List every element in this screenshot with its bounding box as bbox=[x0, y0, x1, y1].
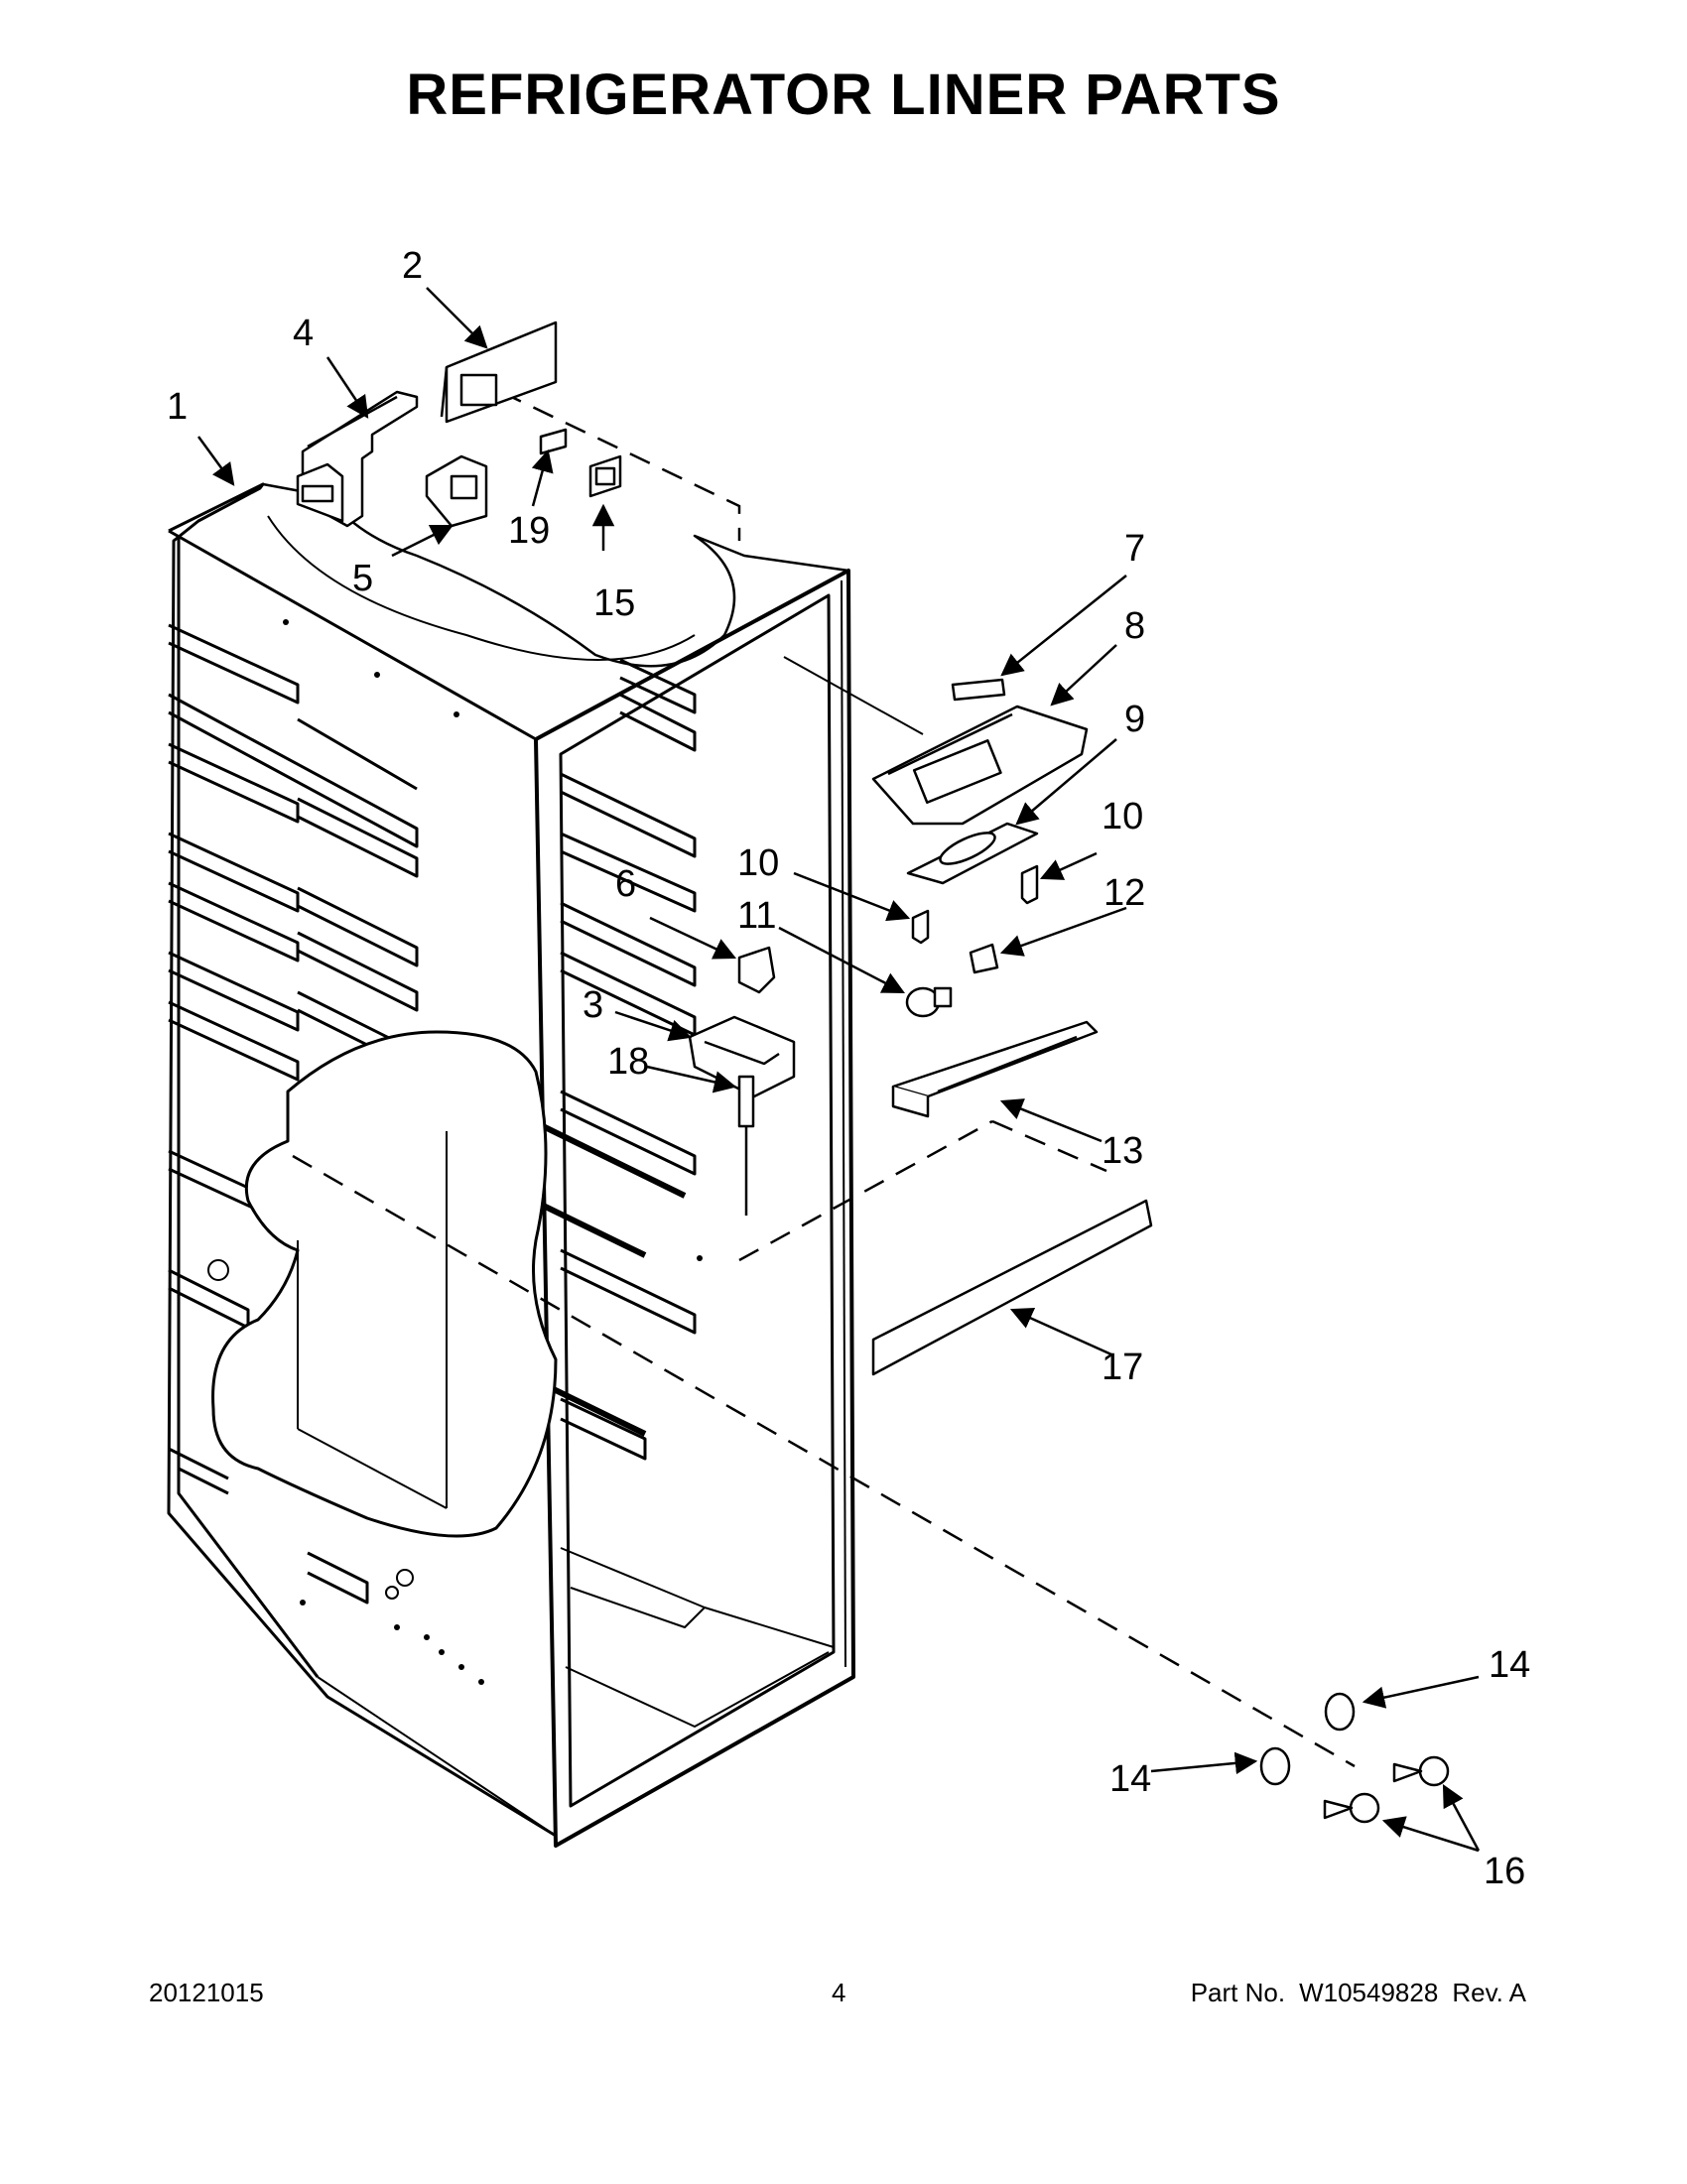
callout-16: 16 bbox=[1484, 1851, 1525, 1892]
part-bracket bbox=[425, 454, 488, 528]
callout-18: 18 bbox=[607, 1041, 649, 1083]
callout-14-top: 14 bbox=[1489, 1644, 1530, 1686]
callout-5: 5 bbox=[352, 558, 373, 599]
callout-19: 19 bbox=[508, 510, 550, 552]
part-light-cover bbox=[891, 1020, 1099, 1118]
part-light-housing bbox=[871, 705, 1089, 826]
callout-11: 11 bbox=[737, 895, 776, 937]
part-light-shield bbox=[906, 822, 1039, 885]
part-damper-cover bbox=[440, 321, 558, 424]
callout-12: 12 bbox=[1103, 872, 1145, 914]
callout-1: 1 bbox=[167, 386, 188, 428]
part-light-bulb bbox=[905, 986, 953, 1018]
leader-arrows bbox=[196, 287, 1481, 1853]
callout-7: 7 bbox=[1124, 528, 1145, 570]
part-thermistor bbox=[737, 1075, 755, 1216]
callout-9: 9 bbox=[1124, 699, 1145, 740]
page-title: REFRIGERATOR LINER PARTS bbox=[406, 63, 1281, 127]
part-light-socket bbox=[969, 943, 999, 974]
callout-4: 4 bbox=[293, 313, 314, 354]
part-switch bbox=[737, 946, 776, 994]
footer-part-info: Part No. W10549828 Rev. A bbox=[1177, 1978, 1526, 2008]
part-duct-assembly bbox=[296, 390, 419, 528]
part-screw bbox=[911, 864, 1039, 945]
callout-13: 13 bbox=[1102, 1130, 1143, 1172]
part-glide bbox=[1259, 1692, 1356, 1786]
callout-10-left: 10 bbox=[737, 842, 779, 884]
callout-15: 15 bbox=[593, 582, 635, 624]
part-base-panel bbox=[871, 1199, 1153, 1376]
callout-8: 8 bbox=[1124, 605, 1145, 647]
refrigerator-liner bbox=[167, 482, 855, 1848]
part-connector bbox=[539, 428, 568, 455]
part-sensor bbox=[588, 454, 622, 498]
callout-10-right: 10 bbox=[1102, 796, 1143, 837]
footer-part-label: Part No. bbox=[1190, 1978, 1286, 2007]
callout-labels: 1 2 4 5 19 15 7 8 9 10 10 11 12 6 3 18 1… bbox=[167, 245, 1530, 1892]
part-glide-screw bbox=[1323, 1755, 1450, 1824]
callout-3: 3 bbox=[583, 984, 603, 1026]
footer-part-number: W10549828 bbox=[1299, 1978, 1439, 2007]
callout-17: 17 bbox=[1102, 1347, 1143, 1388]
callout-2: 2 bbox=[402, 245, 423, 287]
footer-date-code: 20121015 bbox=[149, 1978, 264, 2007]
callout-6: 6 bbox=[615, 863, 636, 905]
footer-page-number: 4 bbox=[832, 1978, 846, 2007]
part-wire-clip bbox=[951, 678, 1006, 702]
assembly-guide-lines bbox=[292, 390, 1356, 1768]
footer-revision: Rev. A bbox=[1452, 1978, 1526, 2007]
callout-14-bottom: 14 bbox=[1109, 1758, 1151, 1800]
